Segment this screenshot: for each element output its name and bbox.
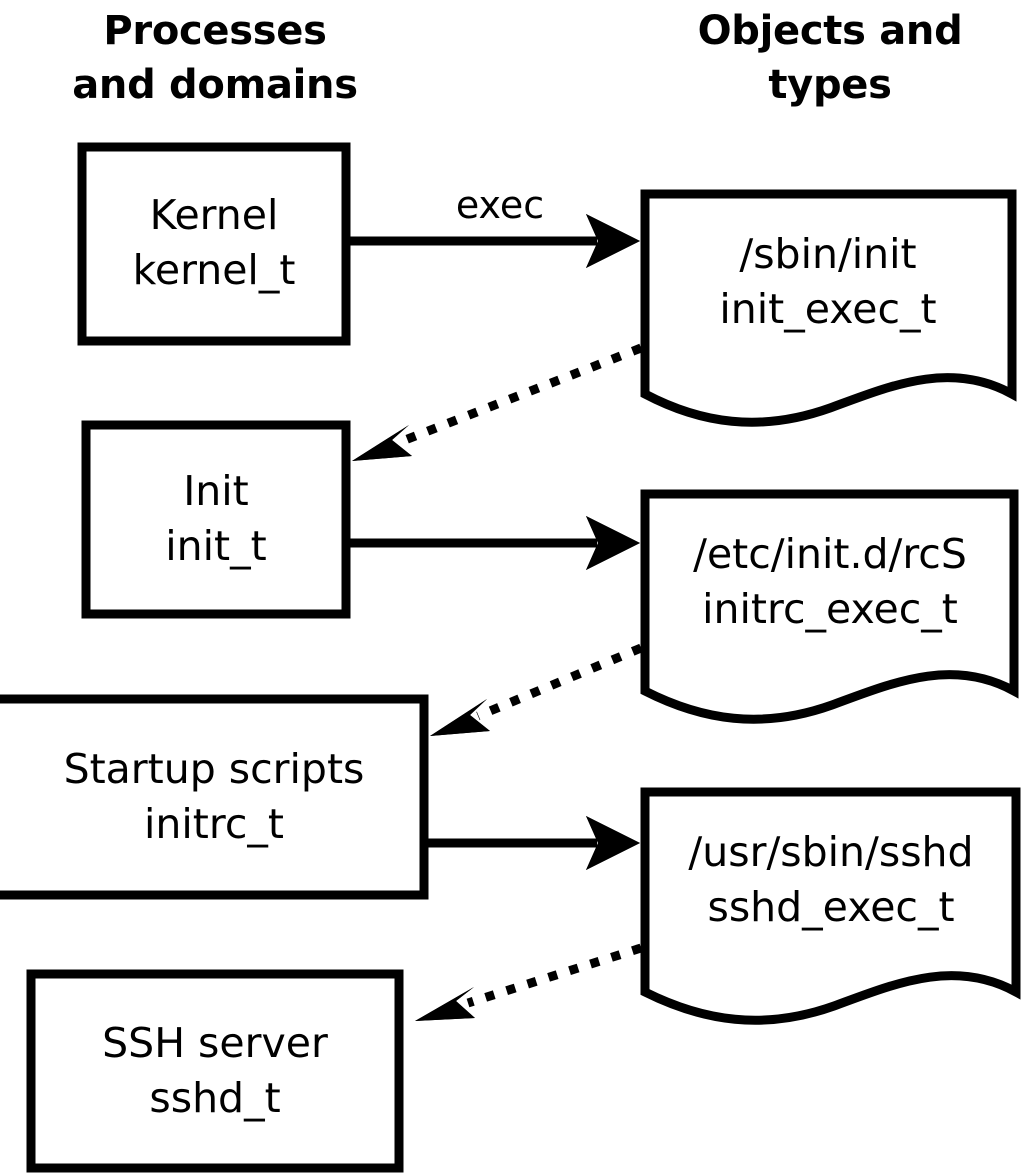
process-node-ssh-server-box[interactable] [26,969,404,1173]
heading-processes-line1: Processes [103,8,326,54]
object-node-sshd-exec-type: sshd_exec_t [707,883,954,931]
object-node-init-exec-type: init_exec_t [719,285,936,333]
heading-objects-line1: Objects and [698,8,963,54]
process-node-kernel-type: kernel_t [133,246,296,294]
process-node-ssh-server-type: sshd_t [149,1074,280,1122]
process-node-kernel-name: Kernel [150,191,279,239]
process-node-ssh-server-name: SSH server [102,1019,328,1067]
process-node-init-type: init_t [165,522,266,570]
arrowhead-init-exec-overlay [586,516,640,570]
object-node-initrc-exec[interactable]: /etc/init.d/rcS initrc_exec_t [640,489,1019,724]
object-node-sshd-exec-document[interactable] [640,787,1021,1025]
process-node-startup-scripts[interactable]: Startup scripts initrc_t [0,694,429,900]
process-node-init-box[interactable] [81,420,351,619]
object-node-initrc-exec-type: initrc_exec_t [702,585,958,633]
object-node-initrc-exec-document[interactable] [640,489,1019,724]
edge-line-initrc-transition [476,643,643,721]
heading-processes-line2: and domains [72,62,358,108]
heading-objects-line2: types [768,62,891,108]
process-node-kernel[interactable]: Kernel kernel_t [77,142,351,346]
process-node-init-name: Init [183,467,249,515]
process-node-startup-scripts-box[interactable] [0,694,429,900]
object-node-sshd-exec-path: /usr/sbin/sshd [688,828,973,876]
arrowhead-initrc-exec-overlay [586,816,640,870]
process-node-ssh-server[interactable]: SSH server sshd_t [26,969,404,1173]
object-node-init-exec-document[interactable] [640,189,1017,427]
process-node-startup-scripts-name: Startup scripts [64,745,365,793]
process-node-startup-scripts-type: initrc_t [144,800,284,848]
arrowhead-init-transition-overlay [352,425,412,461]
object-node-init-exec-path: /sbin/init [739,230,916,278]
object-node-sshd-exec[interactable]: /usr/sbin/sshd sshd_exec_t [640,787,1021,1025]
edge-label-exec: exec [456,183,544,227]
process-node-init[interactable]: Init init_t [81,420,351,619]
edge-arrowheads-overlay [352,214,640,1021]
column-heading-objects: Objects and types [698,8,963,108]
column-heading-processes: Processes and domains [72,8,358,108]
process-node-kernel-box[interactable] [77,142,351,346]
arrowhead-sshd-transition-overlay [415,987,475,1021]
arrowhead-kernel-exec-overlay [586,214,640,268]
object-node-initrc-exec-path: /etc/init.d/rcS [693,530,967,578]
arrowhead-initrc-transition-overlay [430,699,490,736]
edge-line-init-transition [398,343,643,447]
edge-line-sshd-transition [466,943,643,1008]
object-node-init-exec[interactable]: /sbin/init init_exec_t [640,189,1017,427]
